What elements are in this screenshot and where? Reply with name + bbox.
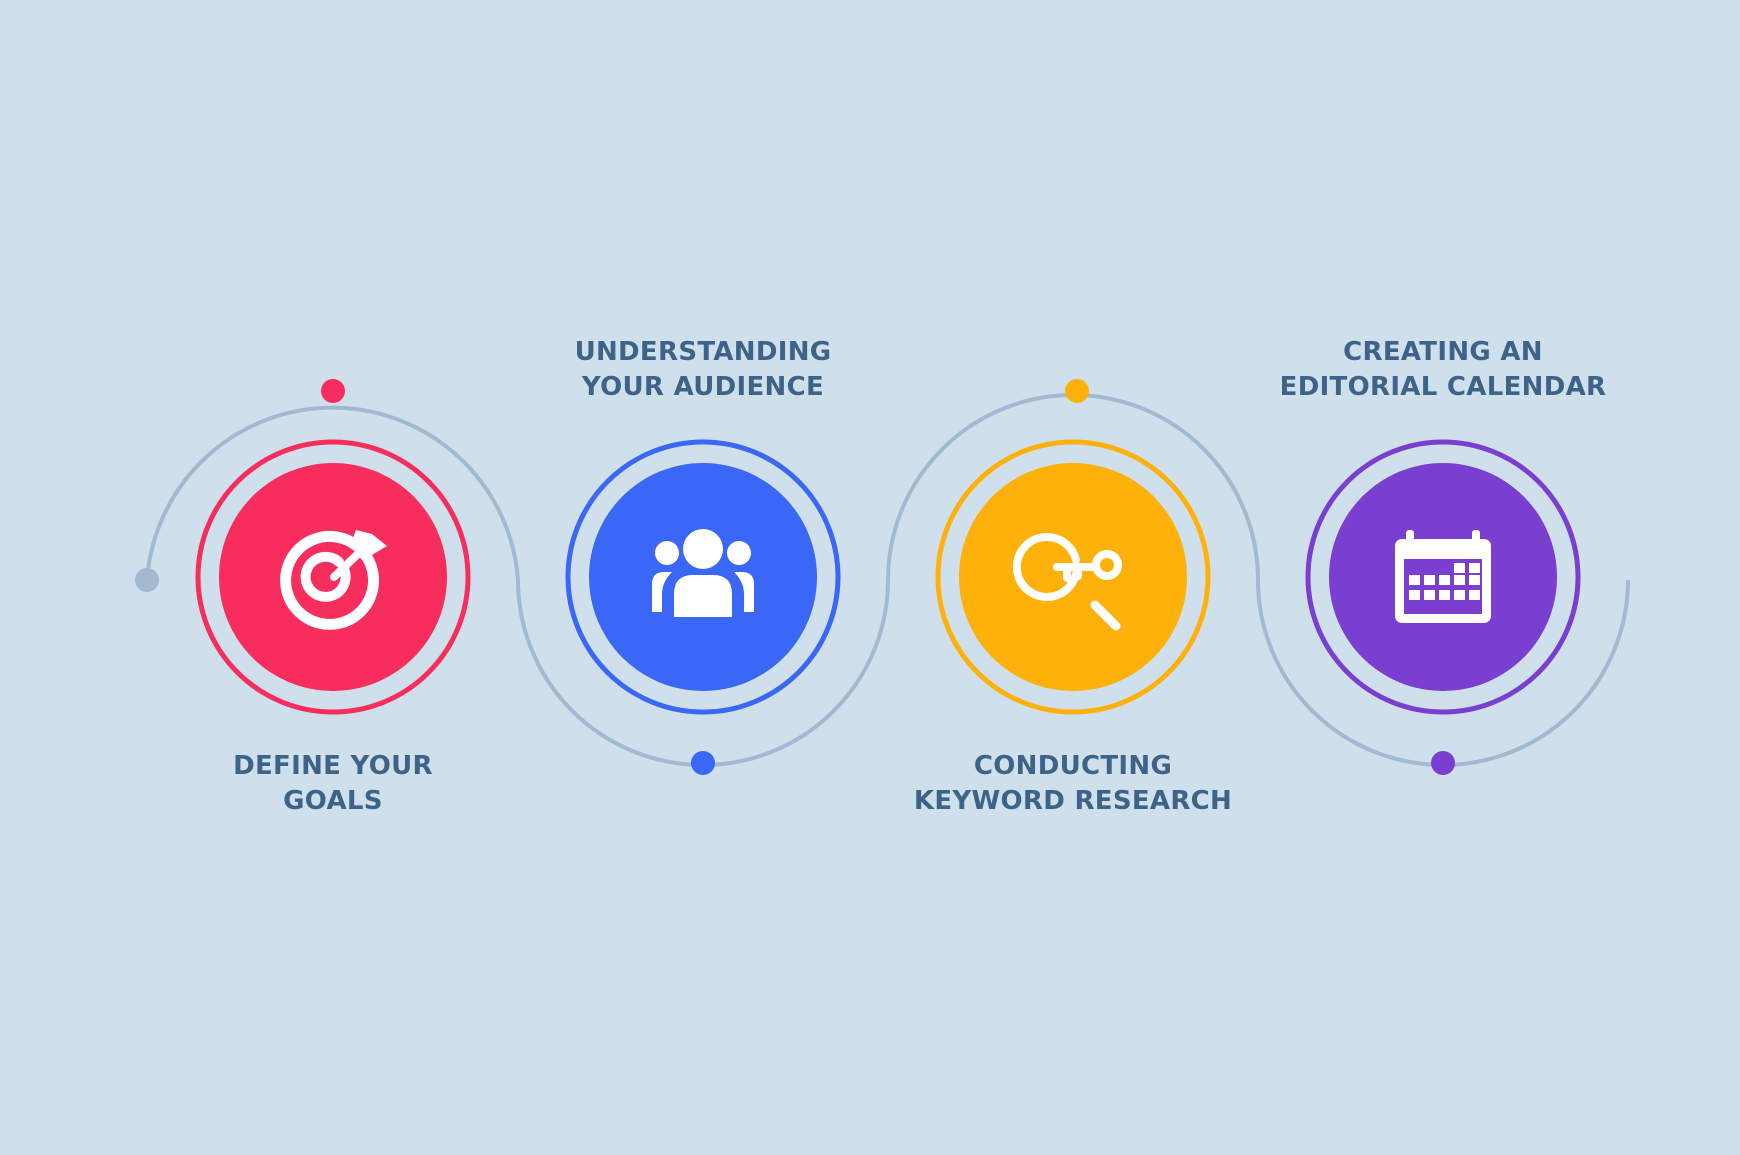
step-define-goals	[195, 379, 471, 715]
step-4-connector-dot	[1431, 751, 1455, 775]
target-arrow-icon	[280, 530, 387, 630]
step-1-label-line-2: GOALS	[283, 786, 383, 816]
wave-connector-line	[145, 393, 1630, 767]
step-3-label-line-2: KEYWORD RESEARCH	[913, 786, 1233, 816]
step-1-connector-dot	[321, 379, 345, 403]
step-keyword-research	[935, 379, 1211, 715]
step-4-label-line-1: CREATING AN	[1343, 337, 1543, 367]
step-3-connector-dot	[1065, 379, 1089, 403]
connector-start-dot	[135, 568, 159, 592]
calendar-day-grid	[1409, 563, 1480, 600]
calendar-icon	[1395, 530, 1491, 623]
keyword-search-icon	[1012, 533, 1122, 631]
step-2-label: UNDERSTANDING YOUR AUDIENCE	[493, 335, 913, 405]
step-4-label: CREATING AN EDITORIAL CALENDAR	[1233, 335, 1653, 405]
step-1-label: DEFINE YOUR GOALS	[123, 749, 543, 819]
step-2-connector-dot	[691, 751, 715, 775]
step-1-label-line-1: DEFINE YOUR	[233, 751, 433, 781]
step-4-label-line-2: EDITORIAL CALENDAR	[1279, 372, 1607, 402]
step-understanding-audience	[565, 439, 841, 775]
step-3-label: CONDUCTING KEYWORD RESEARCH	[863, 749, 1283, 819]
step-editorial-calendar	[1305, 439, 1581, 775]
step-3-label-line-1: CONDUCTING	[973, 751, 1173, 781]
audience-group-icon	[652, 529, 754, 617]
step-2-label-line-2: YOUR AUDIENCE	[581, 372, 825, 402]
step-2-label-line-1: UNDERSTANDING	[574, 337, 832, 367]
